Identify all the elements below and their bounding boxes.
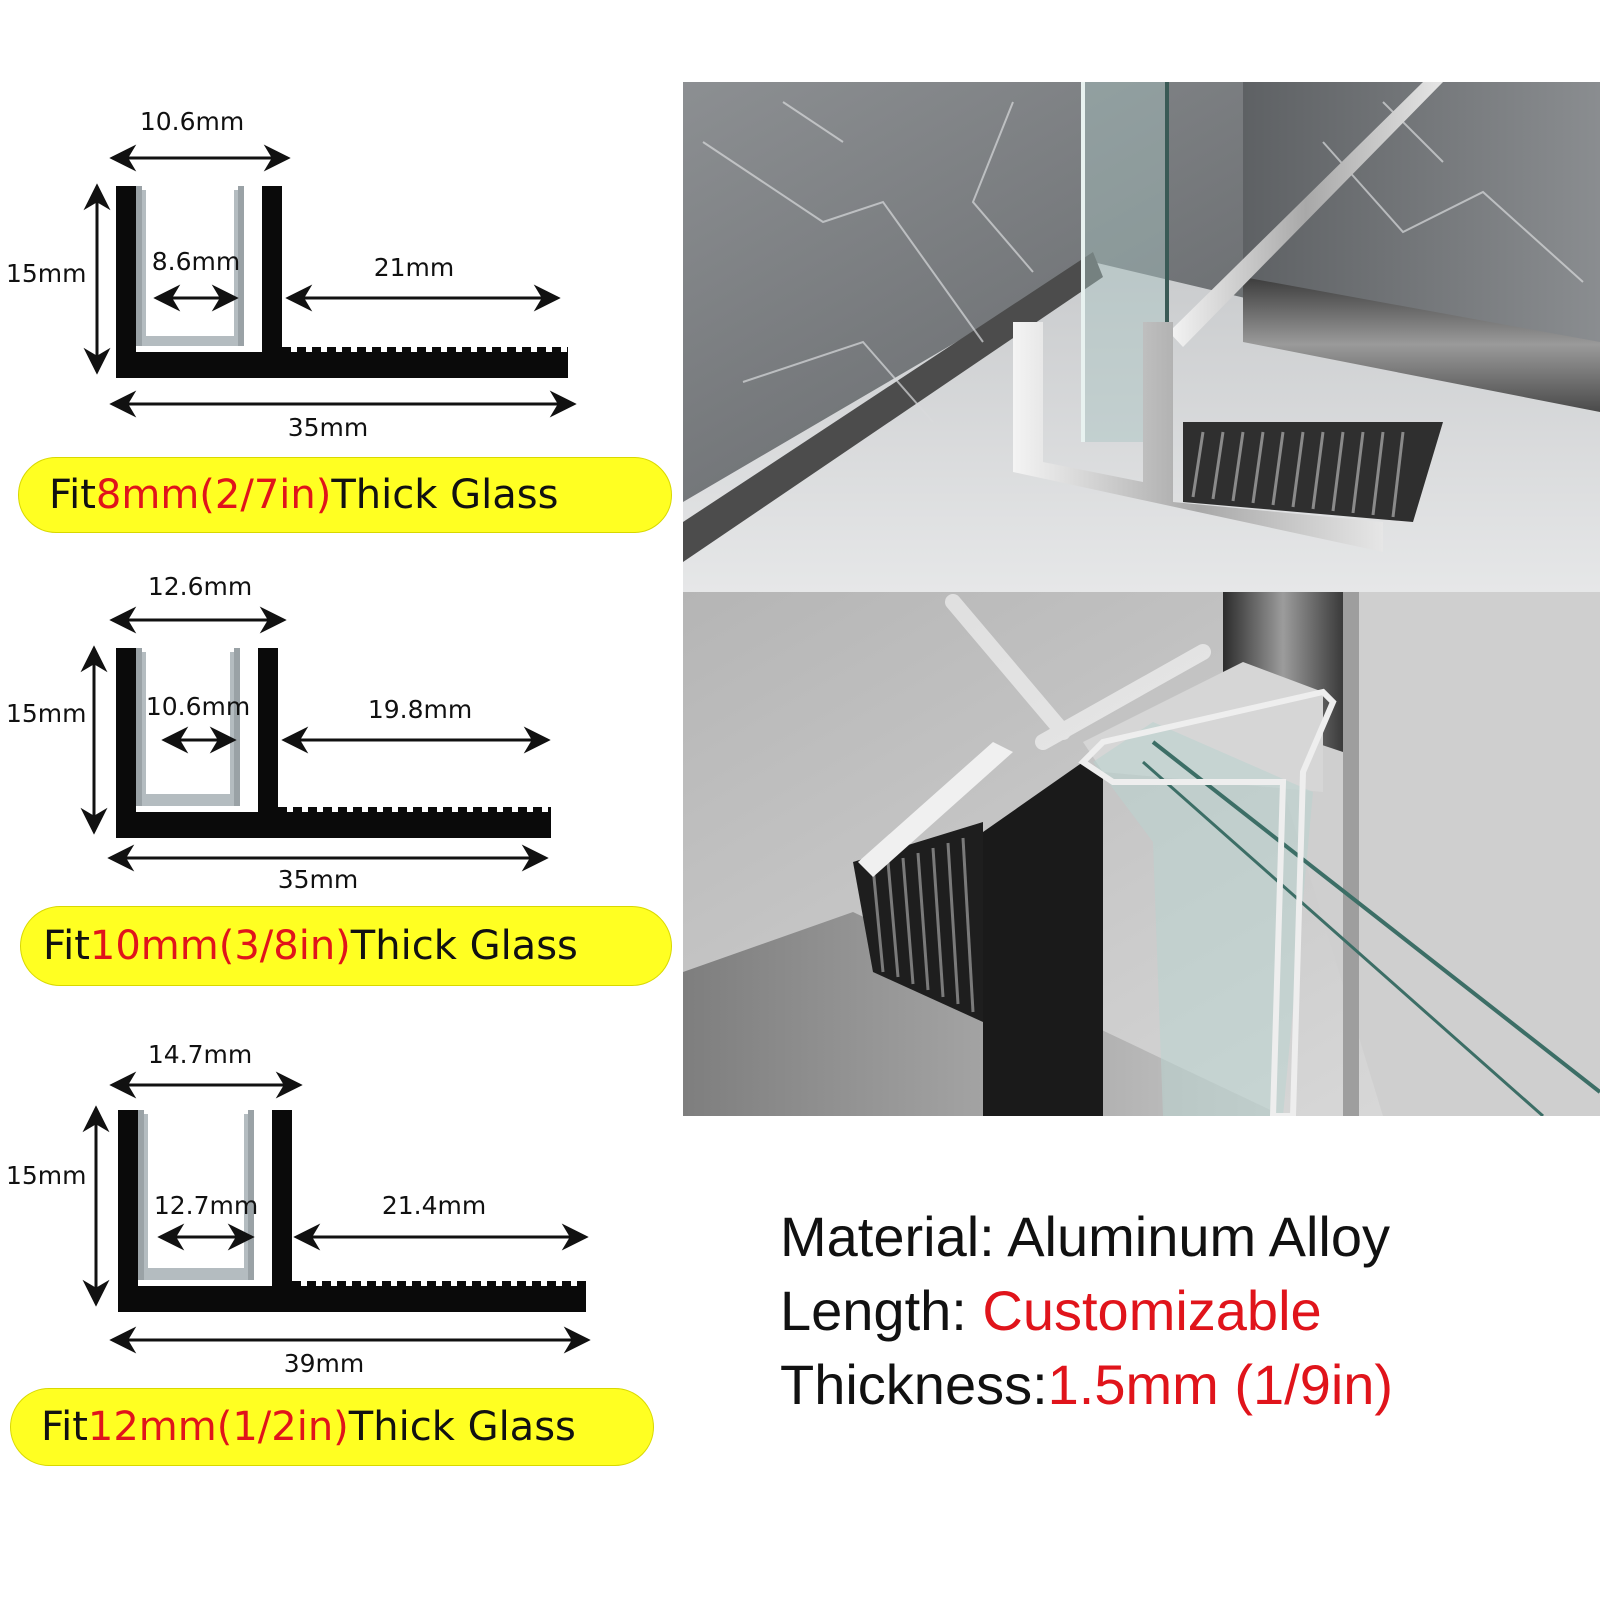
fit-prefix: Fit <box>43 923 90 969</box>
height-label: 15mm <box>6 699 87 728</box>
fit-glass-badge: Fit 12mm(1/2in) Thick Glass <box>10 1388 654 1466</box>
spec-material: Material: Aluminum Alloy <box>780 1200 1393 1274</box>
top-width-label: 10.6mm <box>140 107 244 136</box>
profile-diagram-12mm: 14.7mm 15mm 12.7mm 21.4mm 39mm Fit 12mm(… <box>0 1038 680 1478</box>
fit-prefix: Fit <box>49 472 96 518</box>
fit-prefix: Fit <box>41 1404 88 1450</box>
profile-shape <box>118 1110 586 1312</box>
top-width-label: 14.7mm <box>148 1040 252 1069</box>
spec-length-label: Length: <box>780 1279 983 1342</box>
fit-glass-badge: Fit 8mm(2/7in) Thick Glass <box>18 457 672 533</box>
profile-diagram-10mm: 12.6mm 15mm 10.6mm 19.8mm 35mm Fit 10mm(… <box>0 568 680 998</box>
total-width-label: 35mm <box>288 413 369 442</box>
total-width-label: 39mm <box>284 1349 365 1378</box>
fit-suffix: Thick Glass <box>348 1404 576 1450</box>
profile-shape <box>116 186 568 378</box>
spec-length-value: Customizable <box>982 1279 1322 1342</box>
inner-width-label: 8.6mm <box>152 247 240 276</box>
flange-label: 21mm <box>374 253 455 282</box>
spec-thickness: Thickness:1.5mm (1/9in) <box>780 1348 1393 1422</box>
spec-thickness-value: 1.5mm (1/9in) <box>1047 1353 1394 1416</box>
fit-size: 12mm(1/2in) <box>87 1404 349 1450</box>
top-width-label: 12.6mm <box>148 572 252 601</box>
spec-material-label: Material: <box>780 1205 1008 1268</box>
height-label: 15mm <box>6 259 87 288</box>
flange-label: 19.8mm <box>368 695 472 724</box>
fit-glass-badge: Fit 10mm(3/8in) Thick Glass <box>20 906 672 986</box>
product-specs: Material: Aluminum Alloy Length: Customi… <box>780 1200 1393 1422</box>
profile-shape <box>116 648 551 838</box>
spec-thickness-label: Thickness: <box>780 1353 1048 1416</box>
height-label: 15mm <box>6 1161 87 1190</box>
installation-photo-top <box>683 82 1600 592</box>
inner-width-label: 12.7mm <box>154 1191 258 1220</box>
profile-diagram-8mm: 10.6mm 15mm 8.6mm 21mm 35mm Fit 8mm(2/7i… <box>0 100 680 540</box>
fit-size: 10mm(3/8in) <box>89 923 351 969</box>
flange-label: 21.4mm <box>382 1191 486 1220</box>
spec-material-value: Aluminum Alloy <box>1007 1205 1391 1268</box>
spec-length: Length: Customizable <box>780 1274 1393 1348</box>
installation-photo-bottom <box>683 592 1600 1116</box>
total-width-label: 35mm <box>278 865 359 894</box>
fit-suffix: Thick Glass <box>331 472 559 518</box>
fit-size: 8mm(2/7in) <box>95 472 332 518</box>
fit-suffix: Thick Glass <box>350 923 578 969</box>
inner-width-label: 10.6mm <box>146 692 250 721</box>
